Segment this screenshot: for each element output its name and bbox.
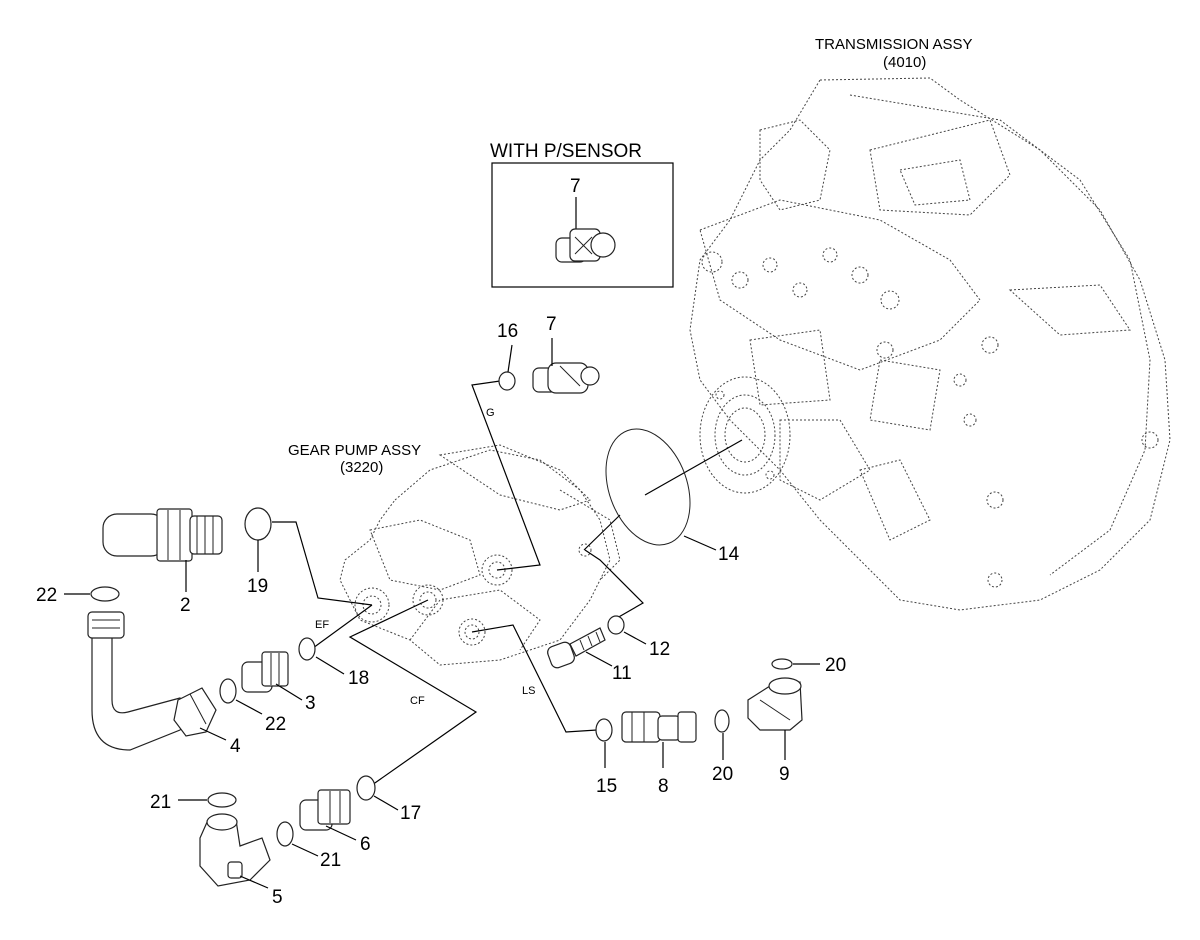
o-ring-21-upper-icon bbox=[207, 792, 237, 808]
port-label-ls: LS bbox=[522, 685, 535, 697]
callout-leaders bbox=[64, 338, 820, 889]
callout-6: 6 bbox=[360, 834, 371, 855]
transmission-assy-code: (4010) bbox=[883, 54, 926, 71]
inset-frame bbox=[491, 162, 674, 288]
gear-pump-assembly bbox=[339, 444, 621, 666]
callout-21-bottom: 21 bbox=[320, 850, 341, 871]
callout-2: 2 bbox=[180, 595, 191, 616]
callout-21-top: 21 bbox=[150, 792, 171, 813]
transmission-assy-label: TRANSMISSION ASSY bbox=[815, 36, 973, 53]
callout-17: 17 bbox=[400, 803, 421, 824]
pressure-sensor-7-icon bbox=[532, 362, 600, 394]
fitting-2-icon bbox=[102, 508, 223, 562]
callout-4: 4 bbox=[230, 736, 241, 757]
callout-15: 15 bbox=[596, 776, 617, 797]
elbow-9-icon bbox=[747, 677, 803, 731]
large-o-ring-14-icon bbox=[605, 428, 691, 546]
callout-16: 16 bbox=[497, 321, 518, 342]
gear-pump-assy-label: GEAR PUMP ASSY bbox=[288, 442, 421, 459]
tube-4-icon bbox=[87, 611, 217, 751]
callout-9: 9 bbox=[779, 764, 790, 785]
o-ring-17-icon bbox=[356, 775, 376, 801]
gear-pump-assy-code: (3220) bbox=[340, 459, 383, 476]
adapter-6-icon bbox=[299, 789, 351, 831]
inset-title: WITH P/SENSOR bbox=[490, 141, 642, 162]
callout-19: 19 bbox=[247, 576, 268, 597]
o-ring-22-top-icon bbox=[90, 586, 120, 602]
callout-11: 11 bbox=[612, 663, 632, 684]
inset-callout-7: 7 bbox=[570, 176, 581, 197]
callout-5: 5 bbox=[272, 887, 283, 908]
callout-20-lower: 20 bbox=[712, 764, 733, 785]
pressure-sensor-icon bbox=[555, 228, 616, 263]
port-label-ef: EF bbox=[315, 619, 329, 631]
o-ring-19-icon bbox=[244, 507, 272, 541]
bolt-11-icon bbox=[547, 627, 606, 669]
adapter-3-icon bbox=[241, 651, 289, 693]
o-ring-20-lower-icon bbox=[714, 709, 730, 733]
inset-with-pressure-sensor: WITH P/SENSOR 7 bbox=[490, 141, 674, 288]
o-ring-15-icon bbox=[595, 718, 613, 742]
o-ring-20-upper-icon bbox=[771, 658, 793, 670]
o-ring-18-icon bbox=[298, 637, 316, 661]
transmission-assembly bbox=[689, 77, 1171, 611]
callout-14: 14 bbox=[718, 544, 740, 565]
o-ring-21-lower-icon bbox=[276, 821, 294, 847]
callout-7: 7 bbox=[546, 314, 557, 335]
o-ring-22-bottom-icon bbox=[219, 678, 237, 704]
callout-12: 12 bbox=[649, 639, 670, 660]
washer-12-icon bbox=[607, 615, 625, 635]
callout-8: 8 bbox=[658, 776, 669, 797]
o-ring-16-icon bbox=[498, 371, 516, 391]
fitting-8-icon bbox=[621, 711, 697, 743]
port-label-g: G bbox=[486, 407, 495, 419]
elbow-5-icon bbox=[199, 813, 271, 887]
callout-3: 3 bbox=[305, 693, 316, 714]
port-label-cf: CF bbox=[410, 695, 425, 707]
callout-22-top: 22 bbox=[36, 585, 57, 606]
callout-20-upper: 20 bbox=[825, 655, 846, 676]
port-routing-lines bbox=[272, 380, 743, 786]
callout-18: 18 bbox=[348, 668, 369, 689]
callout-22-bottom: 22 bbox=[265, 714, 286, 735]
